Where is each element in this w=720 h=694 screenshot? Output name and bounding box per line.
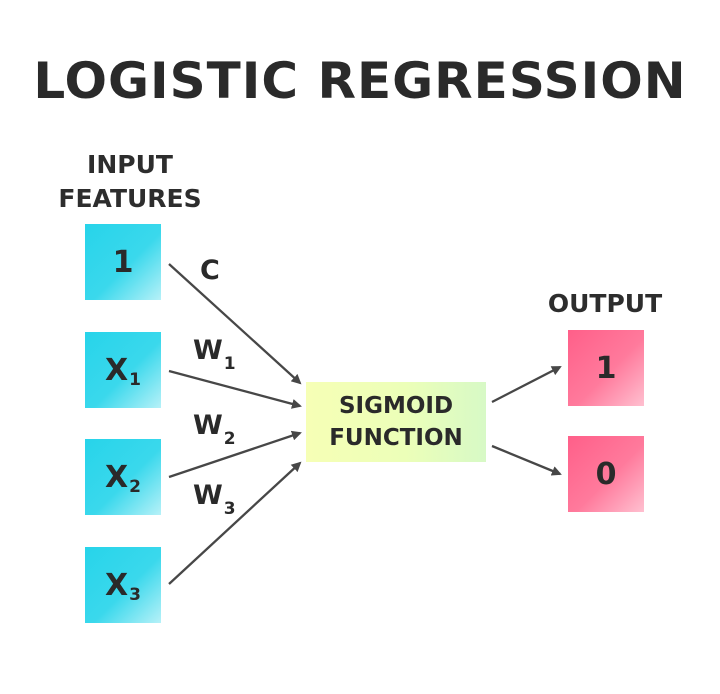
weight-c-text: C	[200, 255, 220, 286]
arrow-x3-to-sigmoid	[168, 461, 302, 585]
arrow-x1-to-sigmoid	[168, 369, 302, 409]
weight-w3-text: W	[193, 480, 223, 511]
arrow-sigmoid-to-output-1	[491, 365, 562, 404]
weight-label-w1: W1	[193, 335, 236, 374]
output-box-1-label: 1	[595, 350, 617, 386]
input-label-line1: INPUT	[87, 150, 173, 179]
input-box-bias-label: 1	[112, 244, 134, 280]
arrow-input-1-to-sigmoid	[168, 263, 302, 385]
input-box-bias: 1	[85, 224, 161, 300]
output-box-0-label: 0	[595, 456, 617, 492]
weight-w2-text: W	[193, 410, 223, 441]
input-features-label: INPUT FEATURES	[40, 148, 220, 216]
arrow-sigmoid-to-output-0	[491, 444, 562, 476]
input-box-x3-subscript: 3	[129, 585, 141, 605]
output-box-0: 0	[568, 436, 644, 512]
sigmoid-function-box: SIGMOID FUNCTION	[306, 382, 486, 462]
input-box-x2-subscript: 2	[129, 477, 141, 497]
weight-w1-subscript: 1	[223, 354, 236, 374]
weight-w1-text: W	[193, 335, 223, 366]
arrow-x2-to-sigmoid	[168, 430, 302, 479]
weight-label-c: C	[200, 255, 220, 286]
input-box-x2-label: X	[105, 459, 129, 495]
weight-w2-subscript: 2	[223, 429, 236, 449]
input-box-x1-label: X	[105, 352, 129, 388]
input-label-line2: FEATURES	[58, 184, 202, 213]
weight-label-w3: W3	[193, 480, 236, 519]
sigmoid-label-line2: FUNCTION	[329, 425, 463, 451]
page-title: LOGISTIC REGRESSION	[33, 52, 687, 110]
output-label: OUTPUT	[547, 289, 663, 318]
sigmoid-label-line1: SIGMOID	[338, 393, 454, 419]
weight-label-w2: W2	[193, 410, 236, 449]
output-box-1: 1	[568, 330, 644, 406]
weight-w3-subscript: 3	[223, 499, 236, 519]
input-box-x1-subscript: 1	[129, 370, 141, 390]
input-box-x3-label: X	[105, 567, 129, 603]
